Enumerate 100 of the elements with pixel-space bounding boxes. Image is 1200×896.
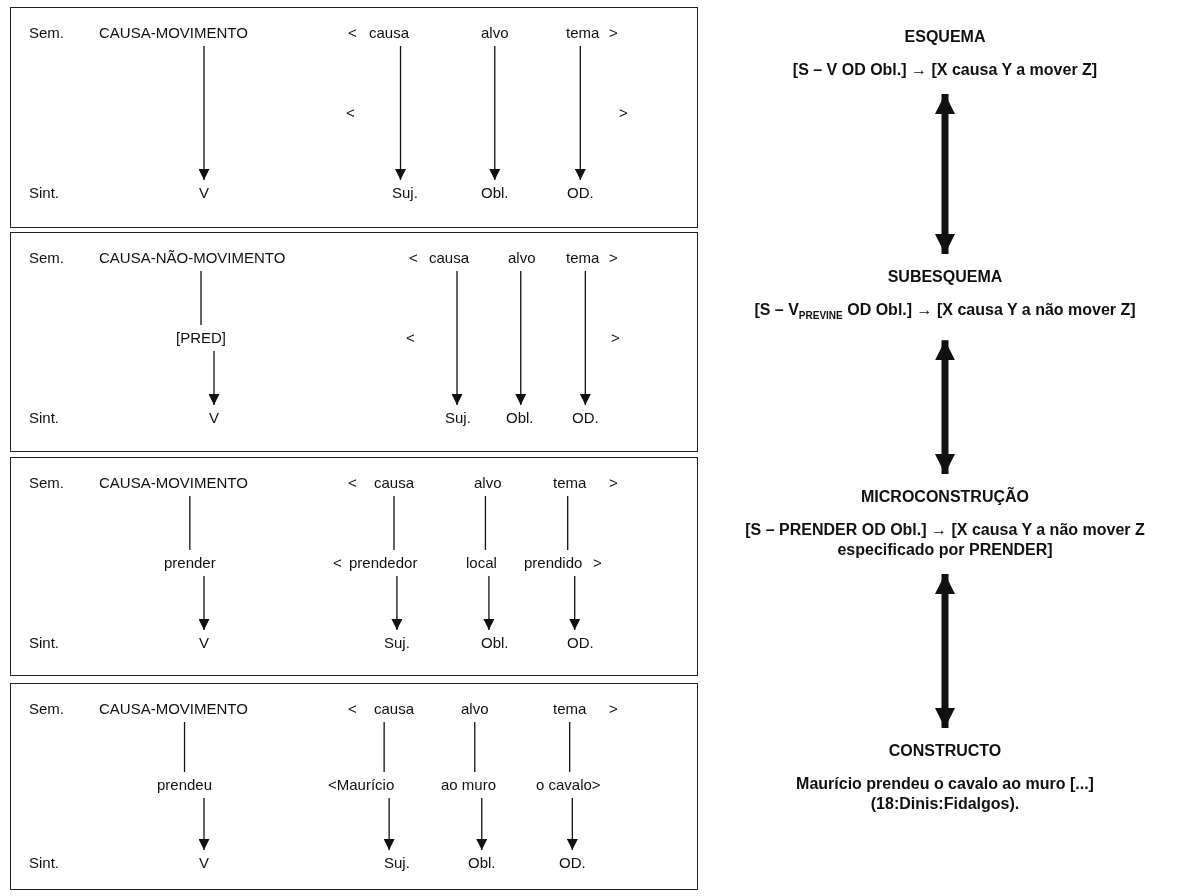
connector-line: [189, 495, 191, 551]
connector-line: [474, 721, 476, 773]
syntactic-function: OD.: [572, 409, 599, 427]
syntactic-function: V: [199, 854, 209, 872]
arrow: [574, 45, 586, 181]
arrow: [198, 45, 210, 181]
syntactic-function: Obl.: [481, 634, 509, 652]
syntactic-function: OD.: [567, 184, 594, 202]
connector-line: [484, 495, 487, 551]
construction-formula: [S – PRENDER OD Obl.] → [X causa Y a não mover Z especificado por PRENDER]: [744, 520, 1146, 560]
row-label: Sem.: [29, 700, 64, 718]
bordered-panel: [10, 457, 698, 676]
semantic-term: causa: [374, 700, 415, 718]
arrow: [566, 797, 578, 851]
angle-bracket: >: [609, 249, 618, 267]
connector-line: [200, 270, 202, 326]
semantic-term: alvo: [474, 474, 502, 492]
semantic-term: CAUSA-MOVIMENTO: [99, 474, 248, 492]
semantic-term: alvo: [508, 249, 536, 267]
connector-line: [183, 721, 186, 773]
semantic-term: tema: [566, 249, 600, 267]
syntactic-function: OD.: [559, 854, 586, 872]
syntactic-function: V: [199, 634, 209, 652]
arrow: [208, 350, 220, 406]
construction-formula: [S – V$_{PREVINE}$ OD Obl.] → [X causa Y a não mover Z]: [753, 300, 1137, 324]
verb-form: prendedor: [349, 554, 418, 572]
syntactic-function: Suj.: [445, 409, 471, 427]
connector-line: [383, 721, 385, 773]
arrow: [451, 270, 463, 406]
row-label: Sint.: [29, 184, 59, 202]
arrow: [569, 575, 581, 631]
angle-bracket: <: [333, 554, 342, 572]
semantic-term: alvo: [461, 700, 489, 718]
syntactic-function: V: [209, 409, 219, 427]
semantic-term: tema: [553, 474, 587, 492]
syntactic-function: OD.: [567, 634, 594, 652]
bordered-panel: [10, 232, 698, 452]
angle-bracket: >: [609, 474, 618, 492]
verb-form: <Maurício: [328, 776, 395, 794]
row-label: Sint.: [29, 409, 59, 427]
angle-bracket: >: [611, 329, 620, 347]
arrow: [198, 797, 210, 851]
angle-bracket: <: [348, 700, 357, 718]
arrow: [198, 575, 210, 631]
syntactic-function: Suj.: [384, 854, 410, 872]
semantic-term: tema: [566, 24, 600, 42]
arrow: [395, 45, 406, 181]
angle-bracket: <: [406, 329, 415, 347]
semantic-term: tema: [553, 700, 587, 718]
angle-bracket: >: [609, 24, 618, 42]
semantic-term: causa: [374, 474, 415, 492]
verb-form: local: [466, 554, 497, 572]
syntactic-function: Suj.: [392, 184, 418, 202]
angle-bracket: >: [609, 700, 618, 718]
connector-line: [393, 495, 395, 551]
arrow: [515, 270, 527, 406]
semantic-term: causa: [429, 249, 470, 267]
verb-form: o cavalo>: [536, 776, 601, 794]
row-label: Sem.: [29, 249, 64, 267]
semantic-term: CAUSA-NÃO-MOVIMENTO: [99, 249, 286, 267]
bordered-panel: [10, 7, 698, 228]
semantic-term: causa: [369, 24, 410, 42]
arrow: [579, 270, 591, 406]
level-heading: CONSTRUCTO: [888, 742, 1002, 760]
construction-formula: [S – V OD Obl.] → [X causa Y a mover Z]: [791, 60, 1099, 80]
syntactic-function: Obl.: [481, 184, 509, 202]
verb-form: prendido: [524, 554, 583, 572]
verb-form: [PRED]: [176, 329, 226, 347]
verb-form: ao muro: [441, 776, 497, 794]
arrow: [476, 797, 488, 851]
angle-bracket: >: [593, 554, 602, 572]
connector-line: [569, 721, 571, 773]
syntactic-function: V: [199, 184, 209, 202]
angle-bracket: <: [348, 474, 357, 492]
angle-bracket: <: [346, 104, 355, 122]
row-label: Sint.: [29, 854, 59, 872]
semantic-term: CAUSA-MOVIMENTO: [99, 700, 248, 718]
semantic-term: alvo: [481, 24, 509, 42]
syntactic-function: Suj.: [384, 634, 410, 652]
connector-line: [567, 495, 569, 551]
arrow: [489, 45, 501, 181]
angle-bracket: >: [619, 104, 628, 122]
row-label: Sem.: [29, 474, 64, 492]
level-heading: MICROCONSTRUÇÃO: [861, 488, 1029, 506]
arrow: [483, 575, 495, 631]
arrow: [391, 575, 403, 631]
angle-bracket: <: [409, 249, 418, 267]
level-heading: ESQUEMA: [904, 28, 986, 46]
row-label: Sem.: [29, 24, 64, 42]
syntactic-function: Obl.: [506, 409, 534, 427]
arrow: [383, 797, 395, 851]
level-heading: SUBESQUEMA: [887, 268, 1003, 286]
bordered-panel: [10, 683, 698, 890]
verb-form: prender: [164, 554, 216, 572]
row-label: Sint.: [29, 634, 59, 652]
syntactic-function: Obl.: [468, 854, 496, 872]
angle-bracket: <: [348, 24, 357, 42]
verb-form: prendeu: [157, 776, 213, 794]
semantic-term: CAUSA-MOVIMENTO: [99, 24, 248, 42]
construction-formula: Maurício prendeu o cavalo ao muro [...] (18:Dinis:Fidalgos).: [795, 774, 1095, 814]
